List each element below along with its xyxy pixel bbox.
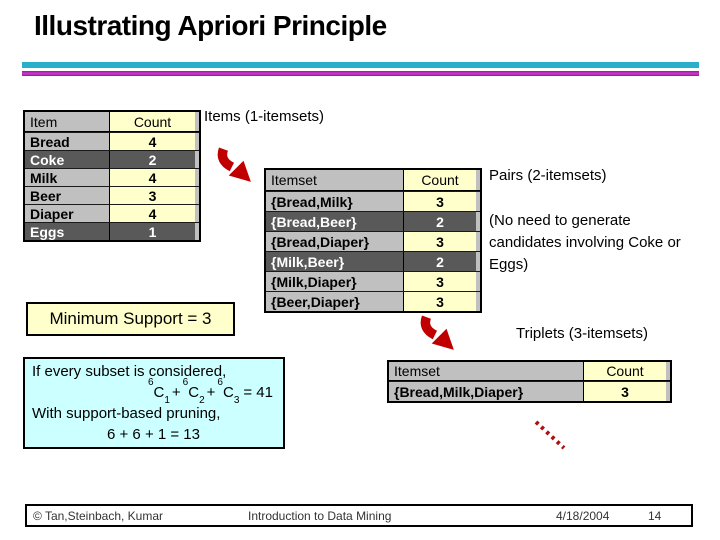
table-header-row: Itemset Count — [389, 362, 670, 381]
items-1-label: Items (1-itemsets) — [204, 108, 325, 125]
triplets-header-itemset: Itemset — [389, 362, 583, 380]
table-row-pruned: {Milk,Beer} 2 — [266, 251, 480, 271]
count-cell: 4 — [109, 133, 195, 150]
item-cell: Diaper — [25, 205, 109, 222]
items-table: Item Count Bread 4 Coke 2 Milk 4 Beer 3 … — [23, 110, 201, 242]
item-cell: Eggs — [25, 223, 109, 240]
formula-term: 6C3 — [217, 377, 240, 406]
count-cell: 4 — [109, 169, 195, 186]
pairs-table: Itemset Count {Bread,Milk} 3 {Bread,Beer… — [264, 168, 482, 313]
pruning-line-3: With support-based pruning, — [32, 405, 221, 422]
pruning-line-4: 6 + 6 + 1 = 13 — [107, 426, 200, 443]
table-row-pruned: Coke 2 — [25, 150, 199, 168]
footer-copyright: © Tan,Steinbach, Kumar — [33, 509, 164, 523]
count-cell: 2 — [403, 212, 476, 231]
table-row: Bread 4 — [25, 132, 199, 150]
formula-term: 6C2 — [182, 377, 205, 406]
footer-course-title: Introduction to Data Mining — [248, 509, 392, 523]
pairs-2-label: Pairs (2-itemsets) — [489, 167, 607, 184]
table-row-pruned: {Bread,Beer} 2 — [266, 211, 480, 231]
item-cell: {Bread,Diaper} — [266, 232, 403, 251]
count-cell: 3 — [403, 272, 476, 291]
table-header-row: Itemset Count — [266, 170, 480, 191]
bent-arrow-down-right-icon — [217, 147, 251, 182]
pairs-note: (No need to generate candidates involvin… — [489, 212, 681, 273]
page-title: Illustrating Apriori Principle — [34, 10, 387, 41]
count-cell: 4 — [109, 205, 195, 222]
item-cell: Coke — [25, 151, 109, 168]
table-row: {Bread,Diaper} 3 — [266, 231, 480, 251]
count-cell: 3 — [403, 192, 476, 211]
item-cell: Milk — [25, 169, 109, 186]
slide-footer: © Tan,Steinbach, Kumar Introduction to D… — [25, 504, 693, 527]
plus-sign: + — [171, 384, 181, 401]
triplets-table: Itemset Count {Bread,Milk,Diaper} 3 — [387, 360, 672, 403]
item-cell: {Bread,Milk} — [266, 192, 403, 211]
table-row: {Bread,Milk} 3 — [266, 191, 480, 211]
table-header-row: Item Count — [25, 112, 199, 132]
table-row: {Bread,Milk,Diaper} 3 — [389, 381, 670, 401]
bent-arrow-down-right-icon — [420, 315, 454, 350]
table-row: Beer 3 — [25, 186, 199, 204]
count-cell: 2 — [403, 252, 476, 271]
count-cell: 1 — [109, 223, 195, 240]
dotted-arrow-icon — [534, 420, 566, 450]
footer-page-number: 14 — [648, 509, 662, 523]
pruning-formula: 6C1+6C2+6C3= 41 — [32, 377, 275, 406]
count-cell: 3 — [403, 232, 476, 251]
item-cell: {Milk,Beer} — [266, 252, 403, 271]
pairs-header-count: Count — [403, 170, 476, 190]
table-row: {Beer,Diaper} 3 — [266, 291, 480, 311]
count-cell: 3 — [583, 382, 666, 401]
table-row: Diaper 4 — [25, 204, 199, 222]
count-cell: 3 — [403, 292, 476, 311]
item-cell: Beer — [25, 187, 109, 204]
plus-sign: + — [206, 384, 216, 401]
pairs-header-itemset: Itemset — [266, 170, 403, 190]
item-cell: {Bread,Milk,Diaper} — [389, 382, 583, 401]
pruning-explanation-box: If every subset is considered, 6C1+6C2+6… — [23, 357, 285, 449]
count-cell: 3 — [109, 187, 195, 204]
table-row-pruned: Eggs 1 — [25, 222, 199, 240]
item-cell: {Milk,Diaper} — [266, 272, 403, 291]
min-support-box: Minimum Support = 3 — [26, 302, 235, 336]
divider-cyan — [22, 62, 699, 68]
pruning-line-1: If every subset is considered, — [32, 363, 227, 380]
formula-term: 6C1 — [147, 377, 170, 406]
items-header-item: Item — [25, 112, 109, 131]
triplets-header-count: Count — [583, 362, 666, 380]
count-cell: 2 — [109, 151, 195, 168]
table-row: Milk 4 — [25, 168, 199, 186]
table-row: {Milk,Diaper} 3 — [266, 271, 480, 291]
items-header-count: Count — [109, 112, 195, 131]
item-cell: {Bread,Beer} — [266, 212, 403, 231]
item-cell: {Beer,Diaper} — [266, 292, 403, 311]
footer-date: 4/18/2004 — [556, 509, 610, 523]
formula-result: = 41 — [243, 384, 273, 401]
divider-magenta — [22, 71, 699, 76]
item-cell: Bread — [25, 133, 109, 150]
triplets-3-label: Triplets (3-itemsets) — [516, 325, 648, 342]
